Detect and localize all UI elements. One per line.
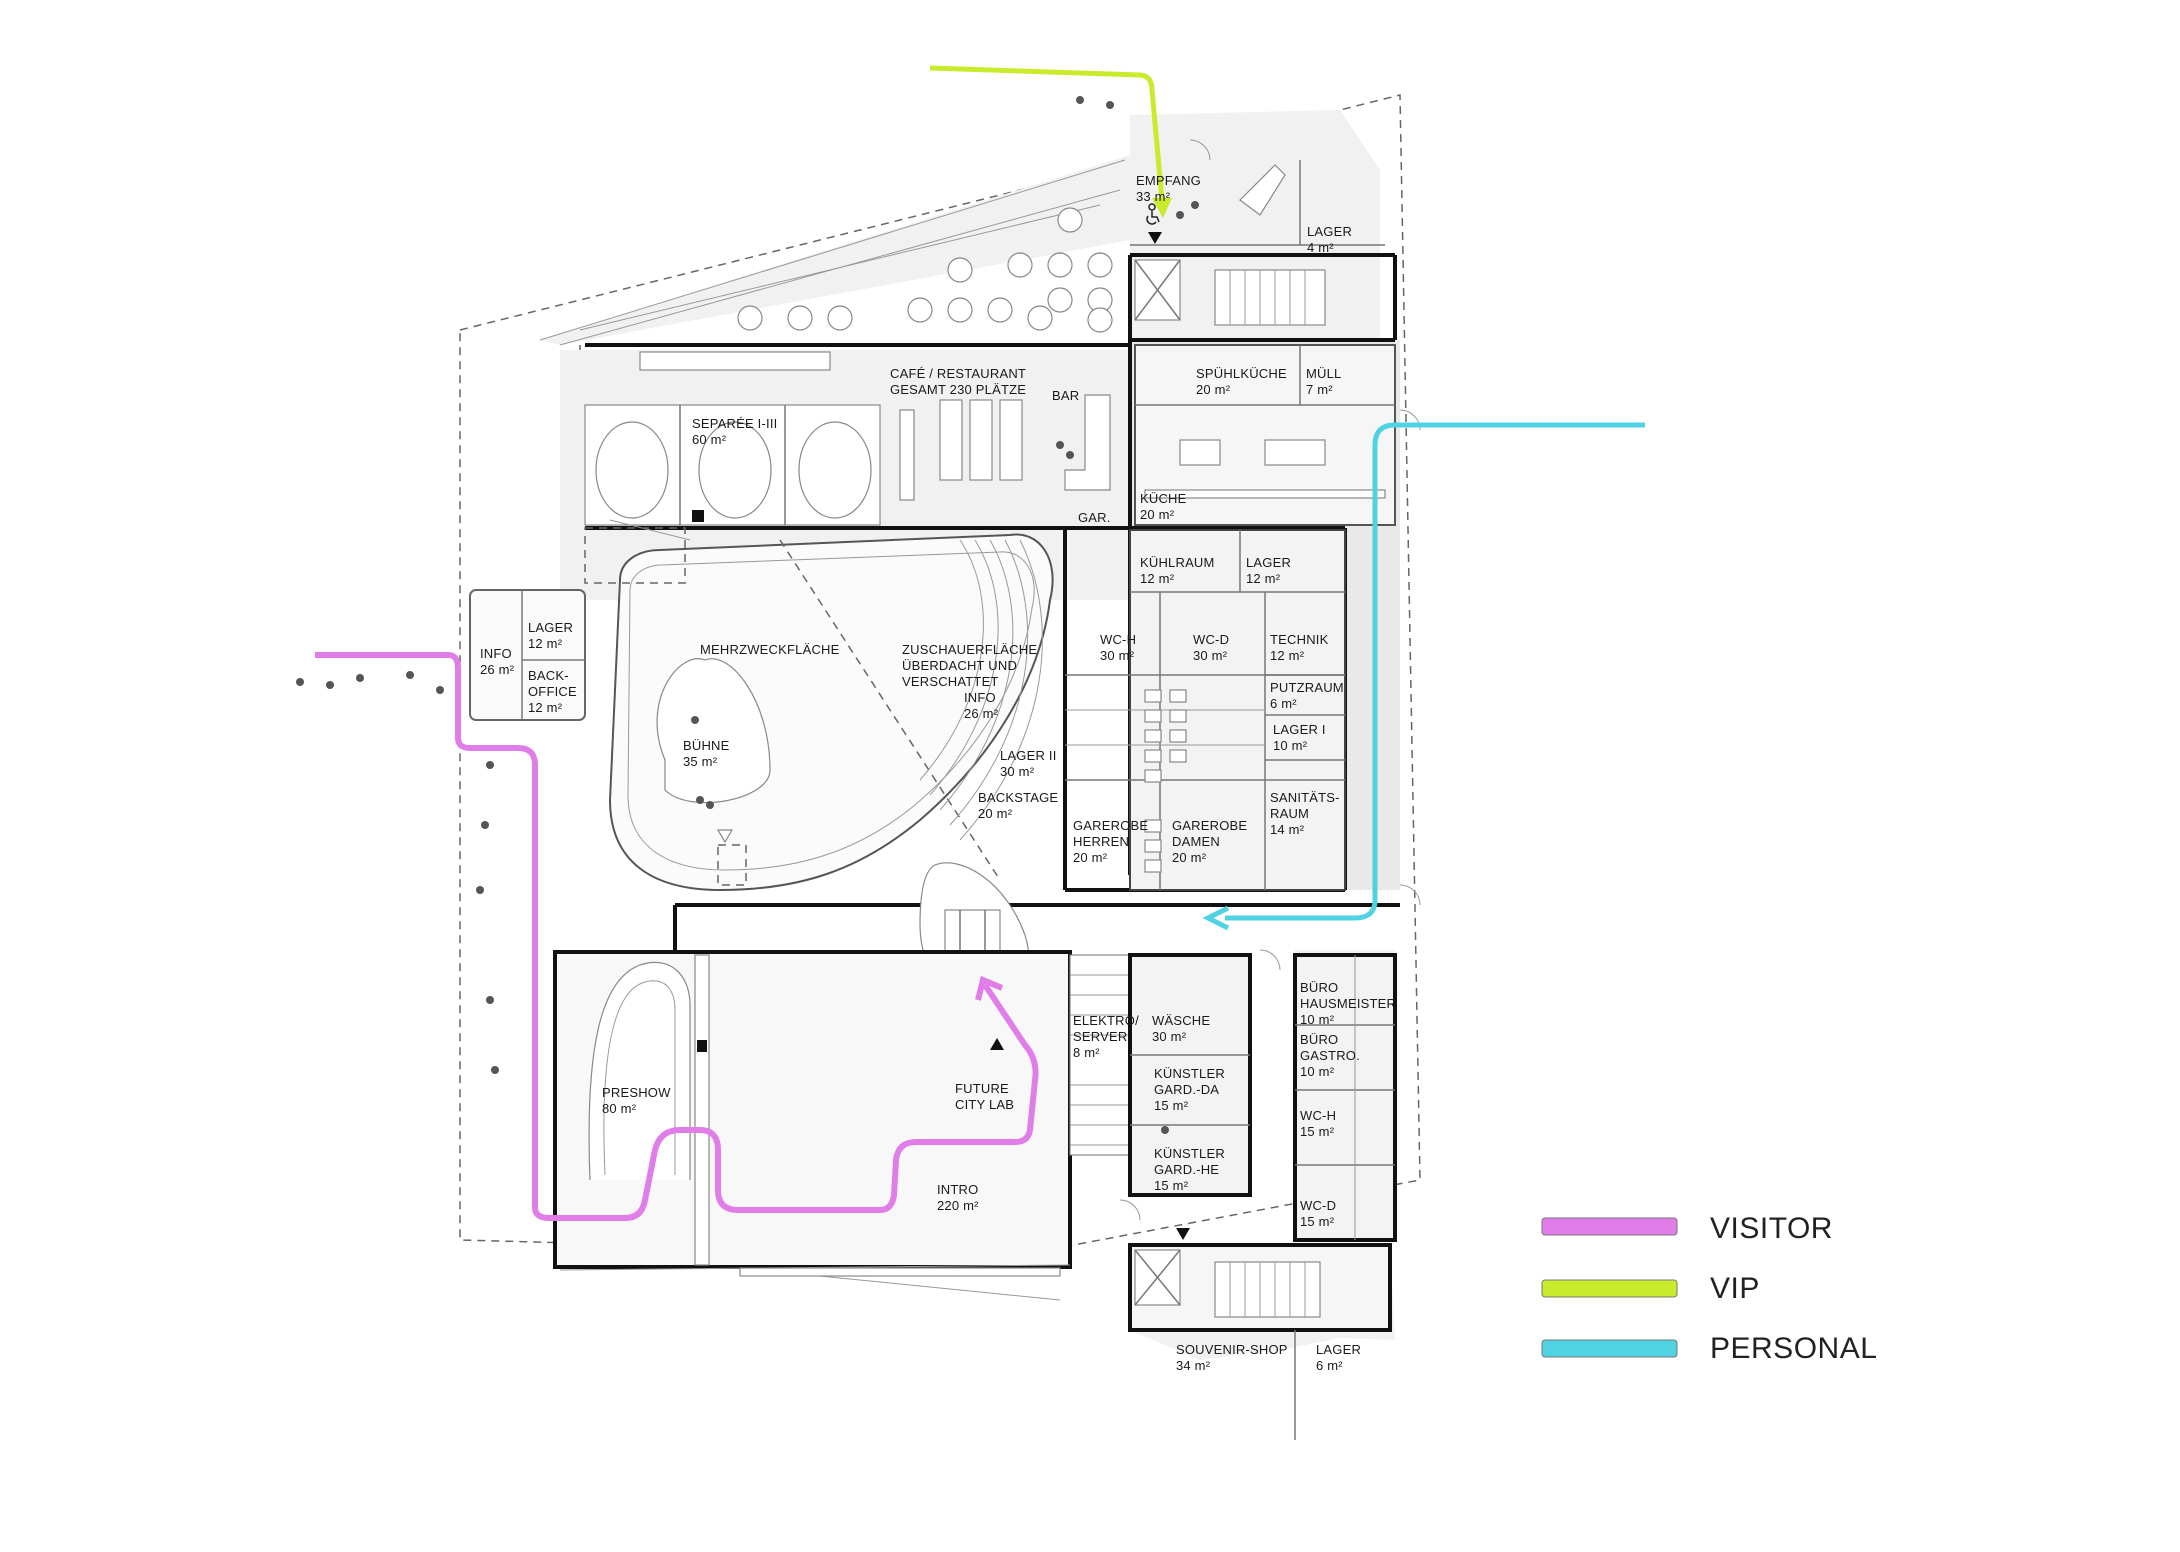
accessibility-icon [1146, 203, 1160, 225]
terrace-roof-lines [539, 159, 1126, 346]
svg-text:GAR.: GAR. [1078, 510, 1111, 525]
svg-text:MEHRZWECKFLÄCHE: MEHRZWECKFLÄCHE [700, 642, 840, 657]
legend-label: PERSONAL [1710, 1332, 1877, 1365]
personal-path [1225, 422, 1645, 921]
svg-text:WC-H15 m²: WC-H15 m² [1300, 1108, 1336, 1139]
multipurpose-hall [584, 519, 1054, 892]
svg-text:LAGER I10 m²: LAGER I10 m² [1273, 722, 1326, 753]
arrow-up-icon [990, 1038, 1004, 1050]
svg-text:BAR: BAR [1052, 388, 1079, 403]
legend-label: VIP [1710, 1272, 1760, 1305]
legend-item-visitor: VISITOR [1541, 1212, 1833, 1245]
bar-counter [1064, 394, 1111, 491]
vip-arrow-icon [1152, 198, 1172, 218]
lower-stair-core [1128, 1243, 1392, 1440]
entrance-stair-core [1130, 160, 1385, 326]
audience-seating [919, 539, 1043, 841]
legend-swatch [1541, 1339, 1678, 1358]
svg-text:WC-D15 m²: WC-D15 m² [1300, 1198, 1336, 1229]
kitchen-rooms [1134, 344, 1396, 526]
people-figures [296, 96, 1199, 1134]
legend-item-personal: PERSONAL [1541, 1332, 1877, 1365]
canopy-lines [559, 1264, 1071, 1301]
site-boundary [459, 94, 1421, 1256]
info-kiosk [469, 589, 586, 721]
cafe-tables [737, 207, 1113, 333]
legend-swatch [1541, 1279, 1678, 1298]
lower-service-rooms [1069, 953, 1397, 1242]
service-rooms [1065, 529, 1346, 891]
legend-item-vip: VIP [1541, 1272, 1760, 1305]
stage-platform [656, 658, 771, 804]
room-label: EMPFANG [1136, 173, 1201, 188]
legend-swatch [1541, 1217, 1678, 1236]
cafe-furniture [639, 351, 1111, 501]
visitor-path [315, 652, 1039, 1221]
svg-text:WC-D30 m²: WC-D30 m² [1193, 632, 1229, 663]
vip-path [929, 65, 1165, 201]
svg-text:WC-H30 m²: WC-H30 m² [1100, 632, 1136, 663]
separee-rooms [584, 404, 881, 526]
arrow-down-icon [1148, 232, 1162, 244]
arrow-down-icon [1176, 1228, 1190, 1240]
legend: VISITOR VIP PERSONAL [1541, 1212, 1877, 1365]
legend-label: VISITOR [1710, 1212, 1833, 1245]
terrace-area [540, 155, 1130, 345]
